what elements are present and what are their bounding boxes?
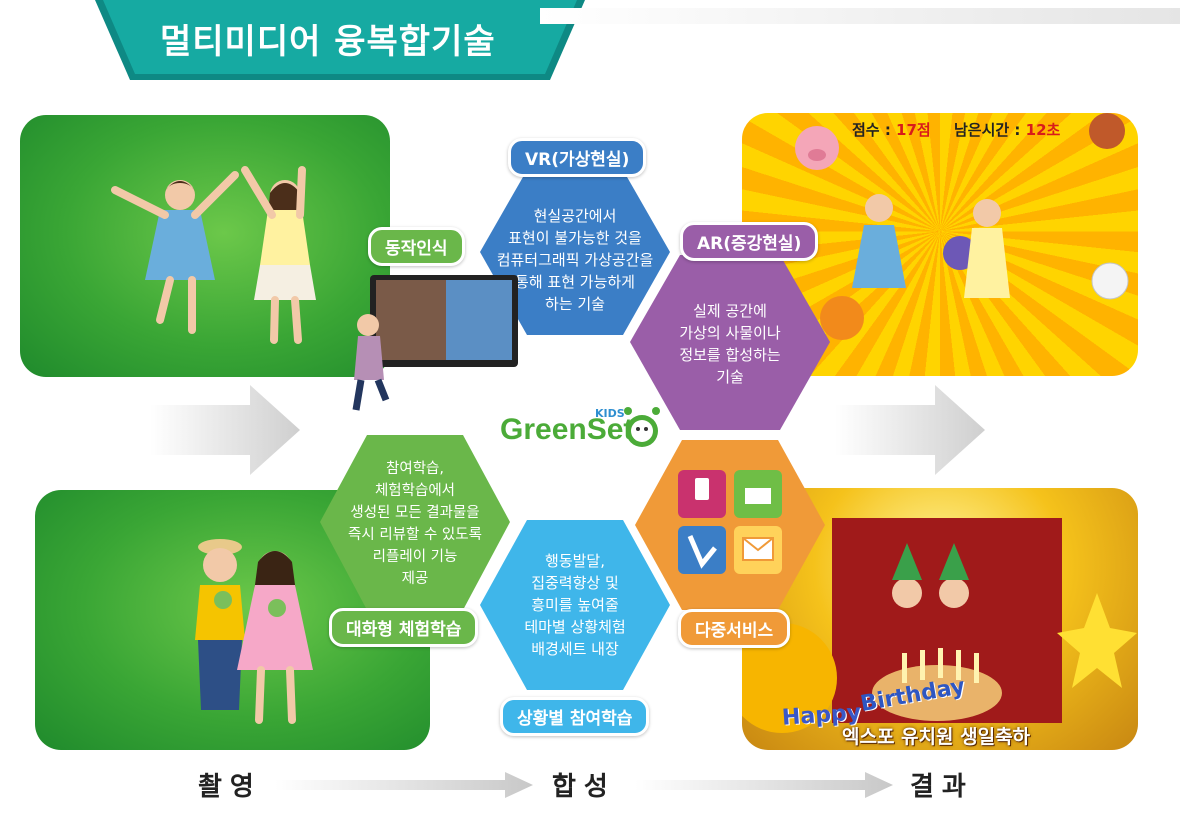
bottom-arrow-1 — [275, 772, 533, 798]
flow-arrow-right — [835, 385, 985, 475]
dancing-kids-illustration — [111, 166, 316, 344]
ar-characters-illustration — [795, 113, 1129, 340]
logo-kids-text: KIDS — [595, 407, 625, 420]
greenset-logo: GreenSet KIDS — [500, 405, 670, 455]
time-label: 남은시간 : — [954, 121, 1026, 139]
motion-recognition-label: 동작인식 — [368, 227, 465, 266]
motion-capture-photo — [20, 115, 390, 377]
title-underline — [540, 8, 1180, 24]
score-display: 점수 : 17점 — [852, 119, 931, 140]
vr-hexagon — [480, 170, 670, 335]
bottom-arrow-2 — [635, 772, 893, 798]
logo-text: GreenSet — [500, 413, 634, 446]
ar-hexagon — [630, 255, 830, 430]
capture-stage-label: 촬영 — [198, 772, 262, 802]
time-display: 남은시간 : 12초 — [954, 119, 1060, 140]
birthday-scene-illustration — [742, 518, 1137, 733]
vr-label: VR(가상현실) — [508, 138, 647, 177]
composite-stage-label: 합성 — [552, 772, 616, 802]
time-value: 12초 — [1025, 121, 1061, 139]
situational-hexagon — [480, 520, 670, 690]
score-label: 점수 : — [852, 121, 897, 139]
score-value: 17점 — [896, 121, 931, 139]
duck-icon — [820, 296, 864, 340]
ar-label: AR(증강현실) — [680, 222, 819, 261]
party-caption: 엑스포 유치원 생일축하 — [842, 726, 1031, 748]
interactive-learning-label: 대화형 체험학습 — [329, 608, 479, 647]
page-title: 멀티미디어 융복합기술 — [160, 22, 496, 62]
dog-icon — [1089, 113, 1125, 149]
chicken-icon — [1091, 262, 1129, 300]
pig-icon — [795, 126, 839, 170]
multi-service-hexagon — [635, 440, 825, 610]
title-banner — [95, 0, 585, 80]
interactive-hexagon — [320, 435, 510, 610]
situational-learning-label: 상황별 참여학습 — [500, 697, 650, 736]
motion-recognition-tv-illustration — [352, 275, 518, 411]
result-stage-label: 결과 — [910, 772, 974, 802]
multi-service-label: 다중서비스 — [678, 609, 791, 648]
standing-kids-illustration — [195, 539, 313, 724]
logo-mascot-icon — [624, 407, 660, 447]
flow-arrow-left — [150, 385, 300, 475]
